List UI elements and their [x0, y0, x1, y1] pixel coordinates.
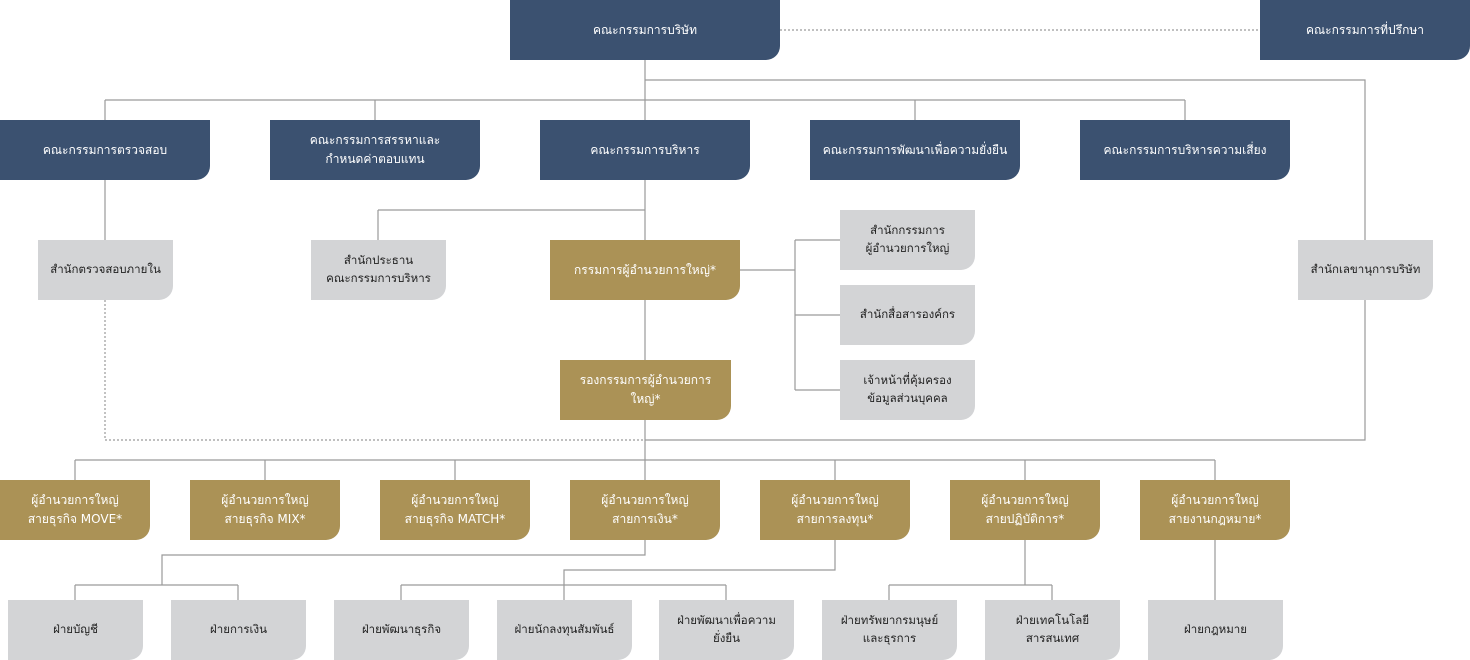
chief-financial-officer-box: ผู้อำนวยการใหญ่ สายการเงิน*: [570, 480, 720, 540]
advisory-board-box: คณะกรรมการที่ปรึกษา: [1260, 0, 1470, 60]
data-protection-officer-box: เจ้าหน้าที่คุ้มครอง ข้อมูลส่วนบุคคล: [840, 360, 975, 420]
chairman-office-box: สำนักประธาน คณะกรรมการบริหาร: [311, 240, 446, 300]
investor-relations-department-box: ฝ่ายนักลงทุนสัมพันธ์: [497, 600, 632, 660]
audit-committee-box: คณะกรรมการตรวจสอบ: [0, 120, 210, 180]
chief-officer-mix-box: ผู้อำนวยการใหญ่ สายธุรกิจ MIX*: [190, 480, 340, 540]
sustainability-department-box: ฝ่ายพัฒนาเพื่อความยั่งยืน: [659, 600, 794, 660]
nomination-remuneration-committee-box: คณะกรรมการสรรหาและ กำหนดค่าตอบแทน: [270, 120, 480, 180]
chief-operating-officer-box: ผู้อำนวยการใหญ่ สายปฏิบัติการ*: [950, 480, 1100, 540]
sustainability-committee-box: คณะกรรมการพัฒนาเพื่อความยั่งยืน: [810, 120, 1020, 180]
company-secretary-office-box: สำนักเลขานุการบริษัท: [1298, 240, 1433, 300]
board-of-directors-box: คณะกรรมการบริษัท: [510, 0, 780, 60]
internal-audit-office-box: สำนักตรวจสอบภายใน: [38, 240, 173, 300]
risk-management-committee-box: คณะกรรมการบริหารความเสี่ยง: [1080, 120, 1290, 180]
it-department-box: ฝ่ายเทคโนโลยีสารสนเทศ: [985, 600, 1120, 660]
finance-department-box: ฝ่ายการเงิน: [171, 600, 306, 660]
corporate-communication-office-box: สำนักสื่อสารองค์กร: [840, 285, 975, 345]
chief-investment-officer-box: ผู้อำนวยการใหญ่ สายการลงทุน*: [760, 480, 910, 540]
chief-legal-officer-box: ผู้อำนวยการใหญ่ สายงานกฎหมาย*: [1140, 480, 1290, 540]
ceo-office-box: สำนักกรรมการ ผู้อำนวยการใหญ่: [840, 210, 975, 270]
ceo-box: กรรมการผู้อำนวยการใหญ่*: [550, 240, 740, 300]
hr-admin-department-box: ฝ่ายทรัพยากรมนุษย์ และธุรการ: [822, 600, 957, 660]
chief-officer-move-box: ผู้อำนวยการใหญ่ สายธุรกิจ MOVE*: [0, 480, 150, 540]
deputy-ceo-box: รองกรรมการผู้อำนวยการใหญ่*: [560, 360, 731, 420]
accounting-department-box: ฝ่ายบัญชี: [8, 600, 143, 660]
executive-committee-box: คณะกรรมการบริหาร: [540, 120, 750, 180]
legal-department-box: ฝ่ายกฎหมาย: [1148, 600, 1283, 660]
chief-officer-match-box: ผู้อำนวยการใหญ่ สายธุรกิจ MATCH*: [380, 480, 530, 540]
business-development-department-box: ฝ่ายพัฒนาธุรกิจ: [334, 600, 469, 660]
